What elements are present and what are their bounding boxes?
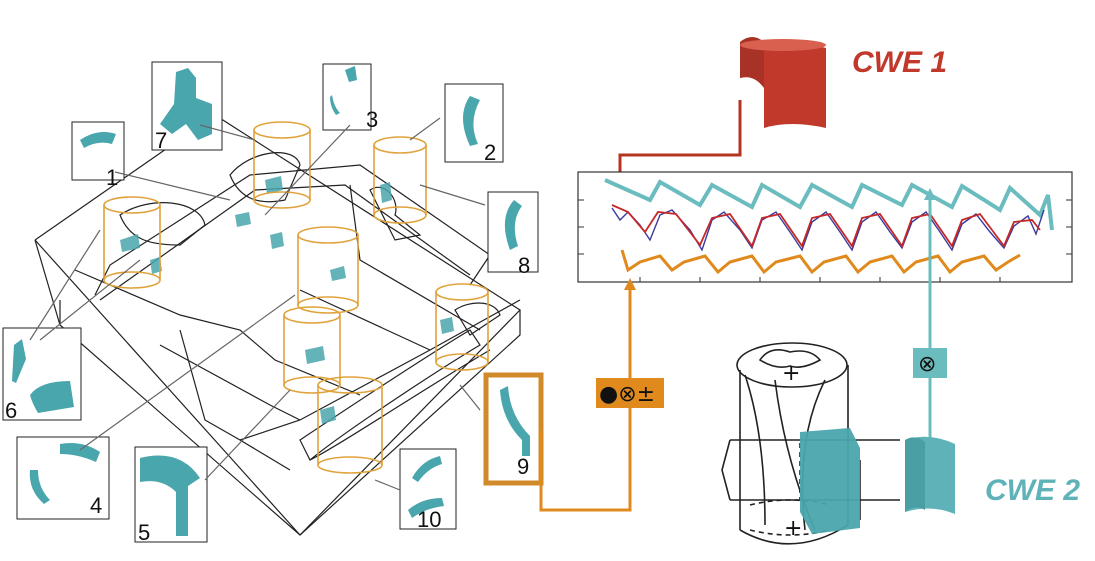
inset-10: 10: [399, 448, 457, 532]
cutter-engaged-patch: [800, 428, 860, 534]
teal-operator-label: ⊗: [918, 352, 936, 377]
inset-1: 1: [71, 121, 125, 190]
teal-operator-box: ⊗: [913, 348, 947, 378]
inset-number-3: 3: [366, 107, 378, 132]
section-plus-bottom: +: [784, 516, 802, 541]
cylinder-7: [435, 283, 489, 371]
inset-number-5: 5: [138, 520, 150, 545]
inset-4: 4: [16, 436, 110, 520]
orange-operator-label: ●⊗±: [599, 382, 655, 407]
inset-number-1: 1: [106, 165, 118, 190]
inset-8: 8: [487, 191, 539, 278]
inset-5: 5: [134, 446, 208, 545]
signal-blue: [611, 207, 1045, 252]
inset-number-6: 6: [5, 398, 17, 423]
signal-orange: [620, 249, 1021, 275]
signal-plot: [577, 171, 1073, 283]
inset-boxes: 1 2 3 4 5: [2, 61, 544, 545]
workpiece: [34, 114, 521, 536]
inset-7: 7: [151, 61, 223, 153]
inset-number-10: 10: [417, 507, 441, 532]
inset-number-9: 9: [517, 454, 529, 479]
cwe2-shape: [905, 436, 955, 514]
inset-number-4: 4: [90, 493, 102, 518]
signal-teal: [604, 178, 1054, 231]
tool-path-cylinders: [103, 121, 489, 474]
inset-number-7: 7: [155, 128, 167, 153]
inset-number-8: 8: [518, 253, 530, 278]
cylinder-4: [297, 226, 359, 314]
signal-red: [611, 204, 1041, 248]
cylinder-6: [317, 376, 383, 474]
inset-2: 2: [444, 83, 504, 165]
leader-lines: [29, 117, 486, 491]
cwe2-label: CWE 2: [985, 474, 1080, 507]
engagement-patches: [120, 176, 454, 424]
section-plus-top: +: [782, 361, 800, 386]
inset-number-2: 2: [484, 140, 496, 165]
cylinder-2: [253, 121, 311, 209]
inset-3: 3: [322, 63, 378, 132]
inset-6: 6: [2, 327, 82, 423]
cylinder-3: [373, 136, 427, 224]
cwe1-label: CWE 1: [852, 46, 947, 79]
orange-operator-box: ●⊗±: [596, 378, 664, 408]
cylinder-5: [283, 306, 341, 394]
cylinder-1: [103, 196, 161, 289]
cwe1-shape: [740, 37, 826, 128]
inset-9: 9: [483, 372, 544, 486]
